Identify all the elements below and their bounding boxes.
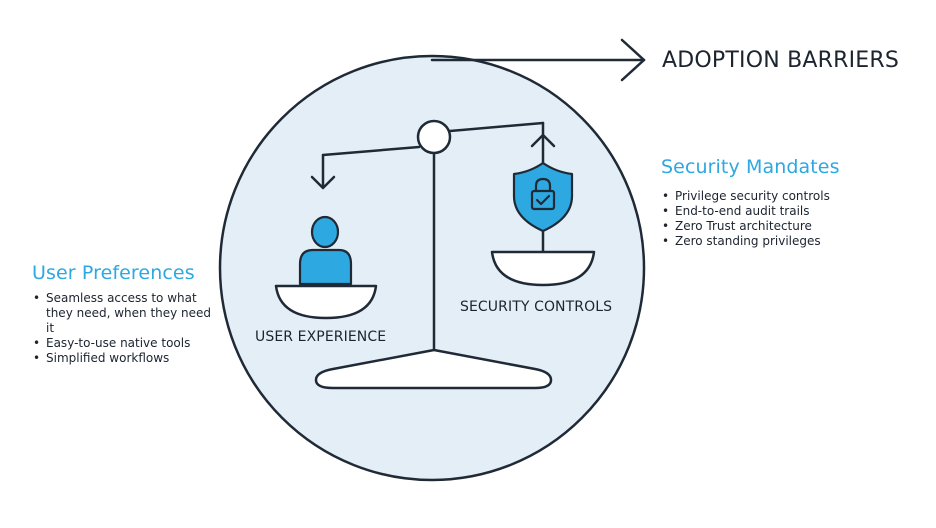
list-item: Zero Trust architecture [662, 219, 922, 234]
list-item: Seamless access to what they need, when … [33, 291, 213, 336]
user-preferences-heading: User Preferences [32, 262, 195, 284]
list-item: End-to-end audit trails [662, 204, 922, 219]
arrow-right-icon [430, 38, 646, 82]
adoption-barriers-title: ADOPTION BARRIERS [662, 48, 900, 73]
list-item: Simplified workflows [33, 351, 213, 366]
list-item: Privilege security controls [662, 189, 922, 204]
shield-lock-icon [512, 161, 574, 233]
list-item: Zero standing privileges [662, 234, 922, 249]
scale-base [314, 348, 553, 390]
right-scale-pan [490, 250, 596, 287]
security-controls-label: SECURITY CONTROLS [460, 299, 613, 315]
left-scale-pan [274, 284, 378, 320]
scale-pivot [416, 119, 452, 155]
user-experience-label: USER EXPERIENCE [255, 329, 387, 345]
user-preferences-list: Seamless access to what they need, when … [33, 291, 213, 366]
scale-beam [310, 121, 556, 190]
person-icon [298, 215, 353, 286]
security-mandates-heading: Security Mandates [661, 156, 840, 178]
list-item: Easy-to-use native tools [33, 336, 213, 351]
security-mandates-list: Privilege security controls End-to-end a… [662, 189, 922, 249]
